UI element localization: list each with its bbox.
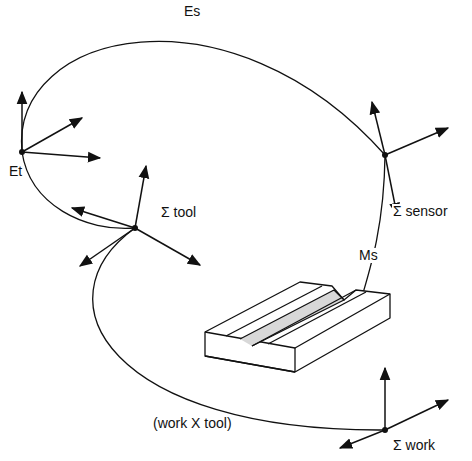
frame-label: Σ work [392,438,436,453]
transform-label: Et [8,164,23,179]
frame-label: Σ tool [160,205,197,220]
relation-label: (work X tool) [152,416,233,431]
transform-label: Es [183,4,201,19]
frame-label: Σ sensor [392,204,449,219]
transform-label: Ms [358,248,379,263]
